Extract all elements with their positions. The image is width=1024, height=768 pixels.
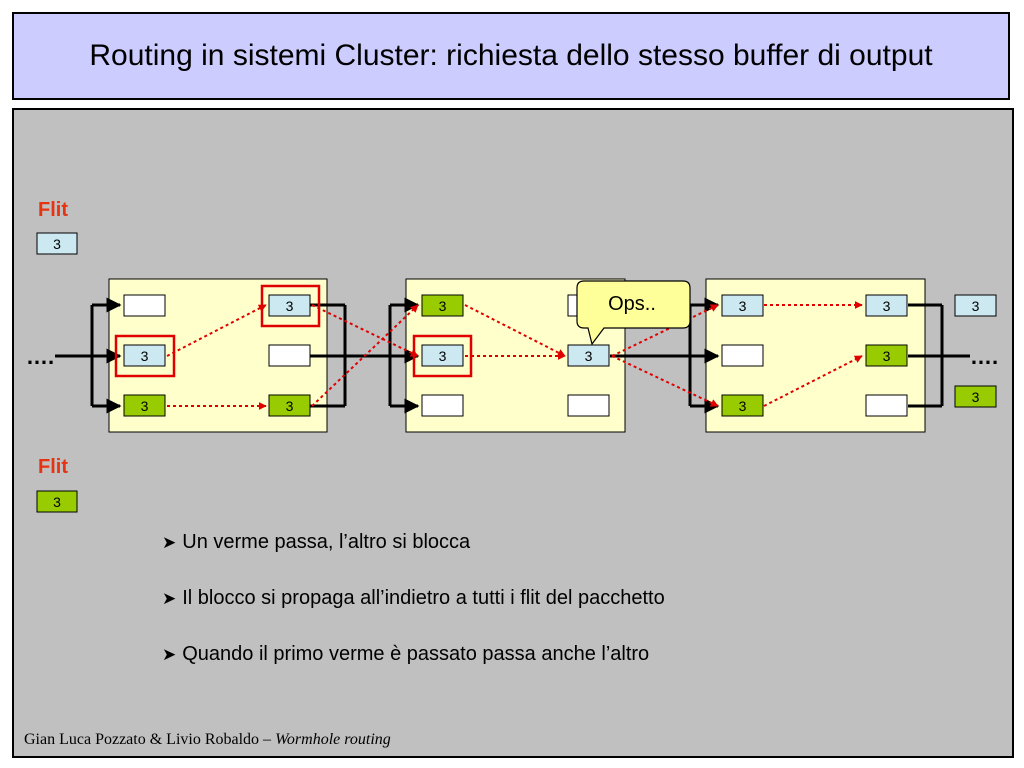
router-2-output-buffer-2-value: 3 <box>585 348 593 364</box>
router-3-output-merge <box>908 303 944 408</box>
highlight-router-2-input <box>412 334 473 378</box>
legend-flit-top: 3 <box>36 232 78 255</box>
bullet-text: Quando il primo verme è passato passa an… <box>182 643 650 665</box>
router-1-output-buffer-3-value: 3 <box>286 398 294 414</box>
router-1-input-buffer-3-value: 3 <box>141 398 149 414</box>
routing-arrows <box>166 301 863 410</box>
footer-topic: Wormhole routing <box>275 731 391 748</box>
legend-flit-bottom-value: 3 <box>53 494 61 510</box>
contention-highlights <box>114 284 473 378</box>
footer-authors: Gian Luca Pozzato & Livio Robaldo – <box>24 731 276 748</box>
callout-text: Ops.. <box>608 293 656 315</box>
bullet-text: Un verme passa, l’altro si blocca <box>182 531 471 553</box>
router-3-input-buffer-3: 3 <box>721 394 764 417</box>
router-2-output-buffer-2: 3 <box>567 344 610 367</box>
highlight-router-1-input <box>114 334 176 378</box>
slide-content <box>12 108 1014 758</box>
exit-flit-1-value: 3 <box>972 298 980 314</box>
router-3-output-buffer-1: 3 <box>865 294 908 317</box>
flit-label-top: Flit <box>38 199 68 221</box>
router-2-input-buffer-2: 3 <box>421 344 464 367</box>
footer: Gian Luca Pozzato & Livio Robaldo – Worm… <box>24 731 391 749</box>
router-1-output-buffer-2 <box>268 344 311 367</box>
bullet-item: ➤Il blocco si propaga all’indietro a tut… <box>162 587 665 609</box>
router-2-input-buffer-1: 3 <box>421 294 464 317</box>
router-3-output-buffer-3 <box>865 394 908 417</box>
bullet-item: ➤Quando il primo verme è passato passa a… <box>162 643 650 665</box>
bullet-item: ➤Un verme passa, l’altro si blocca <box>162 531 471 553</box>
router-1-input-buffer-2: 3 <box>123 344 166 367</box>
router-2-input-buffer-2-value: 3 <box>439 348 447 364</box>
router-1-output-buffer-3: 3 <box>268 394 311 417</box>
exit-flit-1: 3 <box>954 294 997 317</box>
exit-flits: 33 <box>954 294 997 408</box>
router-3-output-buffer-2-value: 3 <box>883 348 891 364</box>
router-3-output-buffer-2: 3 <box>865 344 908 367</box>
flit-label-bottom: Flit <box>38 456 68 478</box>
router-3-input-buffer-3-value: 3 <box>739 398 747 414</box>
router-3-output-buffer-1-value: 3 <box>883 298 891 314</box>
legend-flit-bottom: 3 <box>36 490 78 513</box>
exit-flit-2-value: 3 <box>972 389 980 405</box>
legend-flit-top-value: 3 <box>53 236 61 252</box>
router-1-output-buffer-1: 3 <box>268 294 311 317</box>
router-3-input-buffer-1: 3 <box>721 294 764 317</box>
bullet-list: ➤Un verme passa, l’altro si blocca ➤Il b… <box>162 528 665 696</box>
highlight-router-1-output <box>260 284 321 328</box>
router-2-input-buffer-1-value: 3 <box>439 298 447 314</box>
router-buffers: 3 3 3 3 3 3 3 3 3 3 3 <box>123 294 908 417</box>
ellipsis-right: …. <box>970 344 998 369</box>
router-1-input-buffer-1 <box>123 294 166 317</box>
exit-flit-2: 3 <box>954 385 997 408</box>
router-1-output-buffer-1-value: 3 <box>286 298 294 314</box>
router-2-input-buffer-3 <box>421 394 464 417</box>
router-2-output-buffer-3 <box>567 394 610 417</box>
router-3-input-buffer-1-value: 3 <box>739 298 747 314</box>
title-box: Routing in sistemi Cluster: richiesta de… <box>12 12 1010 100</box>
bullet-text: Il blocco si propaga all’indietro a tutt… <box>182 587 665 609</box>
ops-callout: Ops.. <box>576 280 691 346</box>
router-1-input-buffer-3: 3 <box>123 394 166 417</box>
router-1-input-buffer-2-value: 3 <box>141 348 149 364</box>
page-title: Routing in sistemi Cluster: richiesta de… <box>89 39 933 72</box>
ellipsis-left: …. <box>26 344 54 369</box>
router-3-input-buffer-2 <box>721 344 764 367</box>
